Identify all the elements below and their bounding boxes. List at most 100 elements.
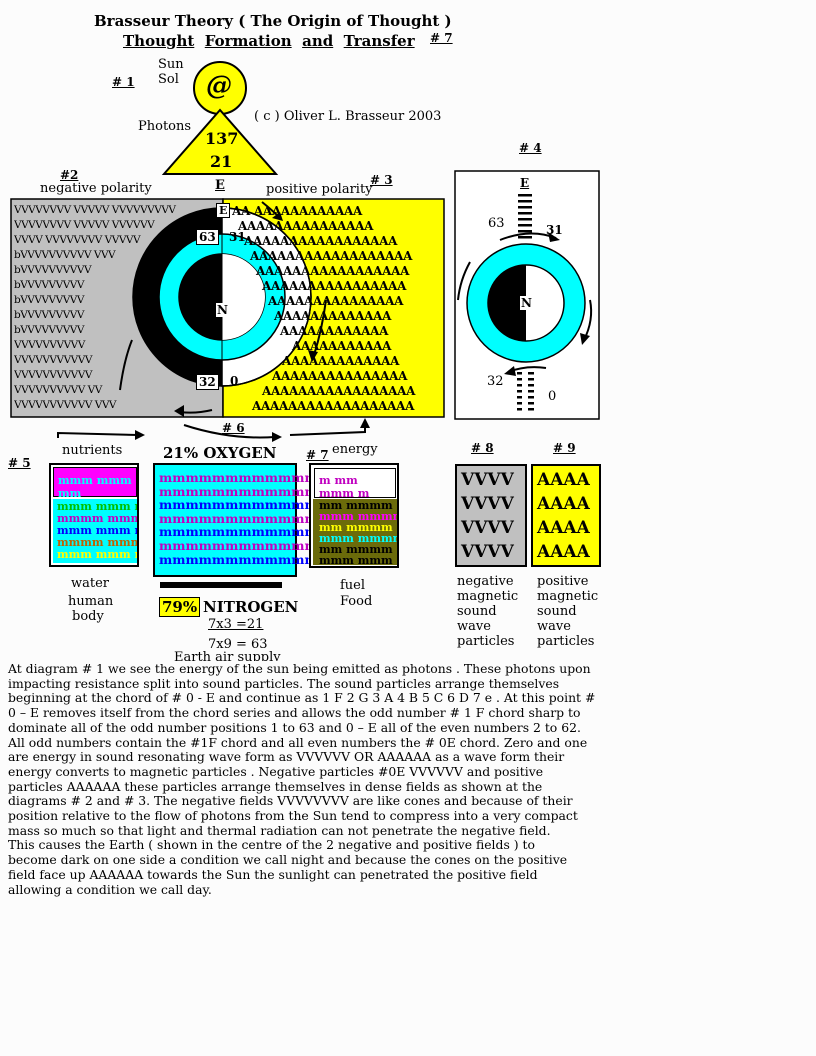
small-e-label: E	[520, 176, 530, 190]
water-row: mmmm mmm m	[57, 536, 137, 549]
paragraph-line: diagrams # 2 and # 3. The negative field…	[8, 793, 573, 809]
small-0: 0	[548, 389, 557, 404]
fuel-row: mmm mmmm	[319, 532, 397, 545]
fuel-row: mm mmmm	[319, 521, 393, 534]
negative-field-line: VVVVVVVVVVV	[14, 354, 92, 366]
neg-particle-row: VVVV	[461, 470, 514, 490]
neg-particle-row: VVVV	[461, 542, 514, 562]
positive-particles-box: AAAA AAAA AAAA AAAA	[531, 464, 601, 567]
paragraph-line: field face up AAAAAA towards the Sun the…	[8, 866, 538, 882]
negative-field-line: bVVVVVVVVV	[14, 279, 84, 291]
photons-label: Photons	[138, 119, 192, 134]
positive-field-line: AAAAAAAAAAAAAAAAA	[244, 234, 398, 248]
water-label: water	[71, 576, 110, 591]
positive-field-line: AA AAAAAAAAAAAA	[232, 204, 363, 218]
copyright: ( c ) Oliver L. Brasseur 2003	[254, 109, 442, 124]
positive-field-line: AAAAAAAAAAAAAAA	[272, 369, 408, 383]
e-box-label: E	[216, 203, 231, 218]
positive-field-line: AAAAAAAAAAAAAAA	[268, 294, 404, 308]
paragraph-line: position relative to the flow of photons…	[8, 808, 578, 824]
negative-field-line: VVVV VVVVVVVV VVVVV	[14, 234, 141, 246]
photons-triangle	[161, 108, 279, 175]
small-earth-top-bars	[518, 194, 532, 239]
tag-2: #2	[60, 168, 79, 182]
positive-field-line: AAAAAAAAAAAAA	[274, 309, 392, 323]
calc-7x3: 7x3 =21	[208, 617, 264, 632]
n-center: N	[216, 303, 229, 317]
nitrogen-pct: 79%	[159, 597, 201, 617]
num-63-box: 63	[196, 229, 219, 245]
air-supply-label: Earth air supply	[174, 650, 281, 661]
page-tag: # 7	[430, 31, 453, 45]
theory-diagram	[10, 61, 600, 588]
positive-field-line: AAAAAAAAAAAA	[280, 324, 389, 338]
energy-label: energy	[332, 442, 378, 457]
nitrogen-label: NITROGEN	[203, 598, 299, 616]
pos-particle-row: AAAA	[537, 542, 590, 562]
sun-label: Sun	[158, 57, 184, 72]
fuel-row: mm mmmm	[319, 543, 393, 556]
small-32: 32	[487, 374, 504, 389]
pos-particle-row: AAAA	[537, 470, 590, 490]
tag-5: # 5	[8, 456, 31, 470]
water-top-band: mmm mmm mm	[53, 467, 137, 500]
positive-polarity-label: positive polarity	[266, 182, 373, 197]
water-row: mmm mmm mm	[57, 500, 137, 513]
negative-field-line: VVVVVVVVVV VV	[14, 384, 102, 396]
nutrients-label: nutrients	[62, 443, 123, 458]
num-32-box: 32	[196, 374, 219, 390]
fuel-top-text: m mm mmm m	[319, 474, 370, 500]
positive-field-line: AAAAAAAAAAAAAAAAA	[256, 264, 410, 278]
negative-field-line: VVVVVVVVVVV VVV	[14, 399, 117, 411]
paragraph-line: 0 – E removes itself from the chord seri…	[8, 705, 581, 721]
fuel-row: mmm mmmm	[319, 510, 397, 523]
num-31: 31	[229, 230, 246, 244]
human-label: human	[68, 594, 114, 609]
paragraph-line: energy converts to magnetic particles . …	[8, 763, 544, 779]
fuel-row: mmm mmm	[319, 554, 393, 565]
paragraph-line: dominate all of the odd number positions…	[8, 719, 581, 735]
paragraph-line: mass so much so that light and thermal r…	[8, 822, 551, 838]
fuel-label: fuel	[340, 578, 366, 593]
negative-field-line: bVVVVVVVVVV	[14, 264, 92, 276]
water-row: mmm mmm mm	[57, 524, 137, 537]
air-row: mmmmmmmmmmmmmm	[159, 470, 345, 485]
positive-field-line: AAAAAAAAAAAAA	[282, 354, 400, 368]
water-row: mmmm mmm m	[57, 512, 137, 525]
positive-particles-label: positive magnetic sound wave particles	[537, 574, 599, 649]
paragraph-line: are energy in sound resonating wave form…	[8, 749, 565, 765]
photons-21: 21	[210, 152, 233, 171]
positive-field-line: AAAAAAAAAAAAAAAAA	[262, 384, 416, 398]
paragraph-line: At diagram # 1 we see the energy of the …	[8, 661, 591, 676]
oxygen-label: 21% OXYGEN	[163, 444, 277, 462]
small-63: 63	[488, 216, 505, 231]
negative-field-line: bVVVVVVVVV	[14, 324, 84, 336]
negative-field-line: bVVVVVVVVV	[14, 294, 84, 306]
small-earth-bottom-bars	[517, 372, 534, 411]
subtitle-word: Thought	[123, 32, 195, 50]
subtitle-word: and	[302, 32, 334, 50]
subtitle-word: Formation	[204, 32, 292, 50]
diagram-title: Brasseur Theory ( The Origin of Thought …	[94, 12, 452, 30]
subtitle-word: Transfer	[343, 32, 415, 50]
pos-particle-row: AAAA	[537, 494, 590, 514]
tag-9: # 9	[553, 441, 576, 455]
tag-3: # 3	[370, 173, 393, 187]
num-0: 0	[230, 374, 239, 388]
paragraph-line: All odd numbers contain the #1F chord an…	[8, 734, 588, 750]
explanation-paragraph: At diagram # 1 we see the energy of the …	[8, 661, 648, 897]
air-row: mmmmmmmmmmmmmm	[159, 524, 345, 540]
negative-field-line: bVVVVVVVVVV VVV	[14, 249, 116, 261]
positive-field-line: AAAAAAAAAAAAAAA	[238, 219, 374, 233]
e-top-label: E	[215, 178, 225, 193]
air-row: mmmmmmmmmmmmmm	[159, 537, 345, 553]
neg-particle-row: VVVV	[461, 518, 514, 538]
positive-field-line: AAAAAAAAAAAAAAAA	[262, 279, 407, 293]
air-row: mmmmmmmmmmmmmm	[159, 497, 345, 513]
sol-label: Sol	[158, 72, 179, 87]
